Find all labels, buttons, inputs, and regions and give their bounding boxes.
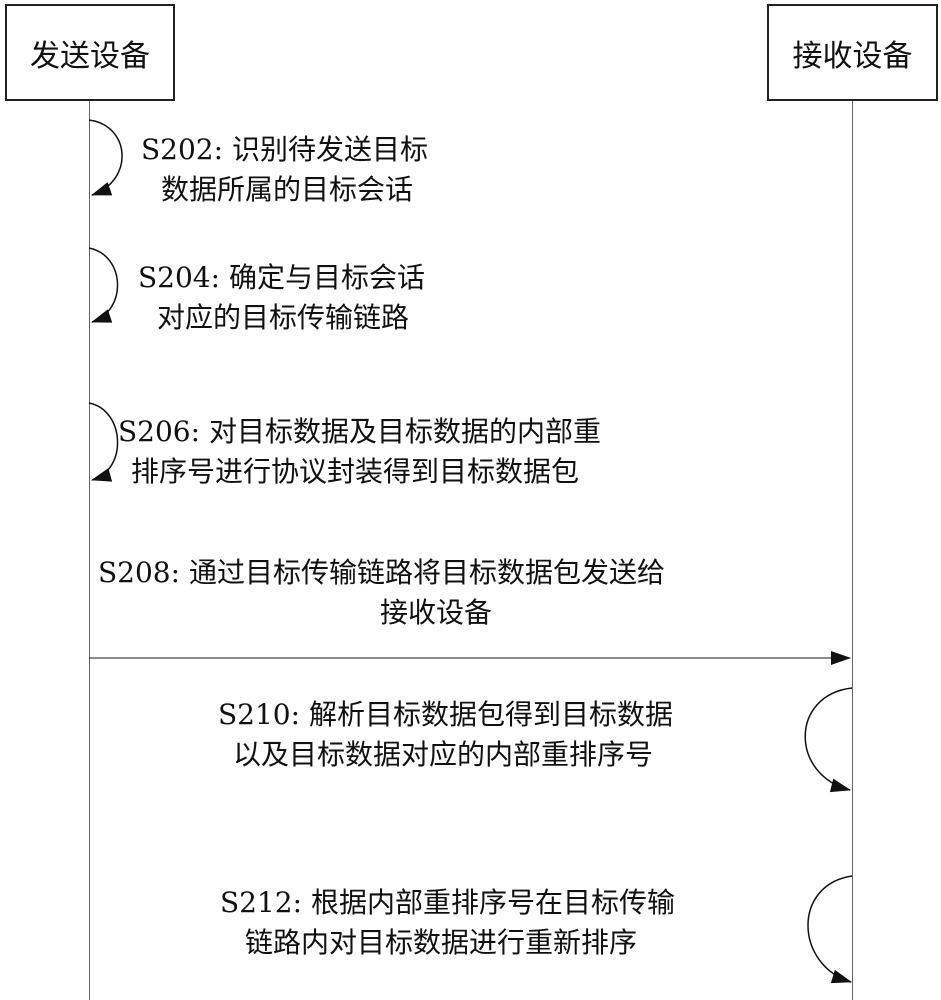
step-s208-label: S208: 通过目标传输链路将目标数据包发送给 接收设备 bbox=[98, 556, 665, 629]
self-loop-arrow-s210 bbox=[804, 687, 853, 793]
step-s206-label: S206: 对目标数据及目标数据的内部重 排序号进行协议封装得到目标数据包 bbox=[118, 415, 601, 488]
self-loop-arrow-s212 bbox=[807, 875, 853, 984]
receiver-lifeline bbox=[852, 101, 853, 1000]
step-s204-label: S204: 确定与目标会话 对应的目标传输链路 bbox=[138, 261, 425, 334]
self-loop-arrow-s204 bbox=[88, 247, 119, 323]
sender-actor-box: 发送设备 bbox=[5, 4, 175, 101]
sender-lifeline bbox=[89, 101, 90, 1000]
self-loop-arrow-s202 bbox=[88, 119, 123, 196]
step-s202-label: S202: 识别待发送目标 数据所属的目标会话 bbox=[141, 133, 428, 206]
receiver-actor-box: 接收设备 bbox=[767, 4, 938, 101]
step-s210-label: S210: 解析目标数据包得到目标数据 以及目标数据对应的内部重排序号 bbox=[218, 698, 673, 771]
sender-actor-label: 发送设备 bbox=[30, 38, 150, 74]
step-s212-label: S212: 根据内部重排序号在目标传输 链路内对目标数据进行重新排序 bbox=[220, 886, 675, 959]
self-loop-arrow-s206 bbox=[88, 402, 119, 482]
receiver-actor-label: 接收设备 bbox=[792, 38, 913, 74]
